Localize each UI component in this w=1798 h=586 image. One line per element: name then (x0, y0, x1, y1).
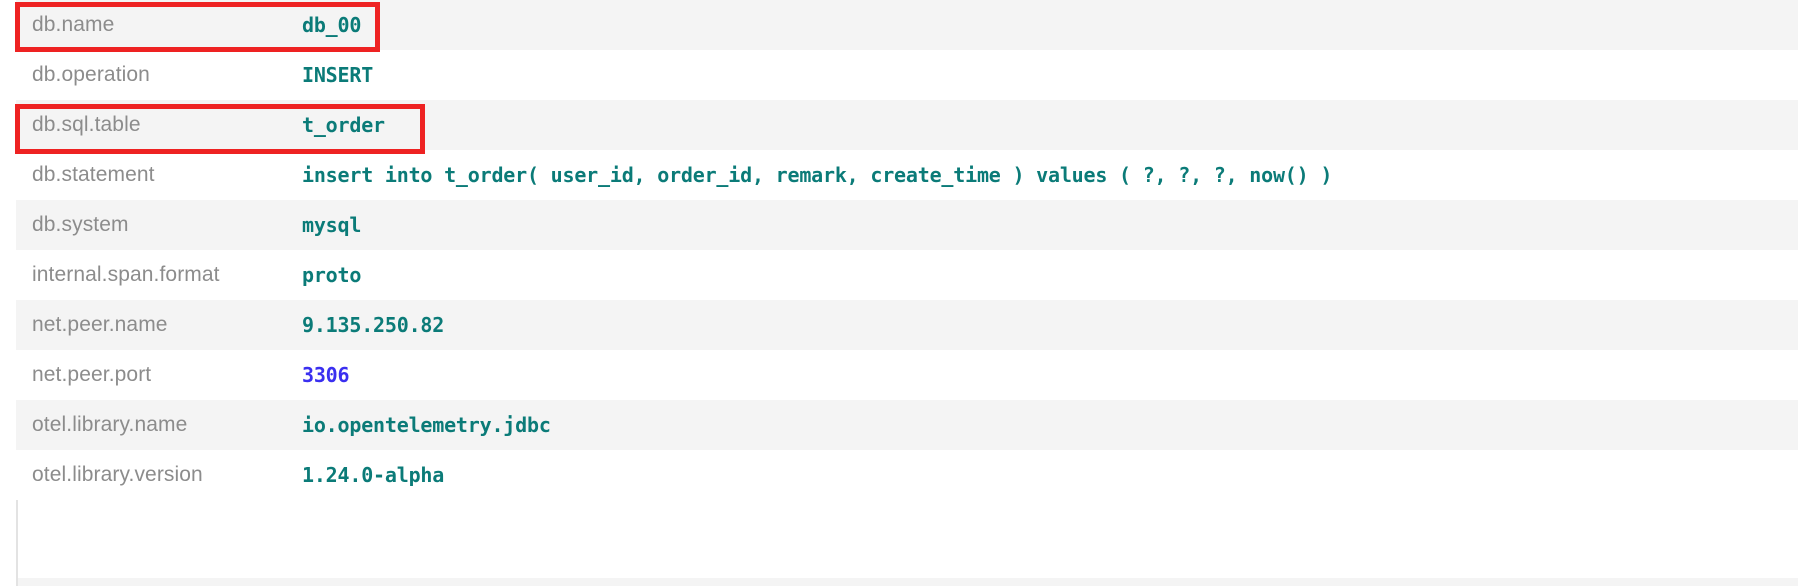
attribute-key: db.name (32, 13, 115, 36)
table-row[interactable]: db.operation INSERT (16, 50, 1798, 100)
table-row[interactable]: net.peer.port 3306 (16, 350, 1798, 400)
table-row[interactable]: db.name db_00 (16, 0, 1798, 50)
attribute-value: INSERT (302, 63, 374, 87)
attribute-value: 3306 (302, 363, 350, 387)
attribute-key: db.operation (32, 63, 150, 86)
table-bottom-stripe (18, 578, 1798, 586)
attribute-value: t_order (302, 113, 385, 137)
attributes-table: db.name db_00 db.operation INSERT db.sql… (16, 0, 1798, 500)
table-row[interactable]: db.system mysql (16, 200, 1798, 250)
attribute-value: proto (302, 263, 362, 287)
table-row[interactable]: internal.span.format proto (16, 250, 1798, 300)
attribute-value: 9.135.250.82 (302, 313, 445, 337)
attribute-key: net.peer.name (32, 313, 168, 336)
table-row[interactable]: db.statement insert into t_order( user_i… (16, 150, 1798, 200)
attributes-table-body: db.name db_00 db.operation INSERT db.sql… (16, 0, 1798, 500)
attribute-key: db.sql.table (32, 113, 141, 136)
attribute-value: mysql (302, 213, 362, 237)
table-row[interactable]: net.peer.name 9.135.250.82 (16, 300, 1798, 350)
attribute-key: net.peer.port (32, 363, 152, 386)
attribute-key: otel.library.version (32, 463, 203, 486)
table-row[interactable]: db.sql.table t_order (16, 100, 1798, 150)
table-row[interactable]: otel.library.name io.opentelemetry.jdbc (16, 400, 1798, 450)
attribute-value: io.opentelemetry.jdbc (302, 413, 551, 437)
attribute-value: insert into t_order( user_id, order_id, … (302, 163, 1333, 187)
attribute-value: 1.24.0-alpha (302, 463, 445, 487)
attribute-key: internal.span.format (32, 263, 220, 286)
table-row[interactable]: otel.library.version 1.24.0-alpha (16, 450, 1798, 500)
attribute-key: otel.library.name (32, 413, 188, 436)
attribute-key: db.system (32, 213, 129, 236)
attribute-value: db_00 (302, 13, 362, 37)
attribute-key: db.statement (32, 163, 155, 186)
